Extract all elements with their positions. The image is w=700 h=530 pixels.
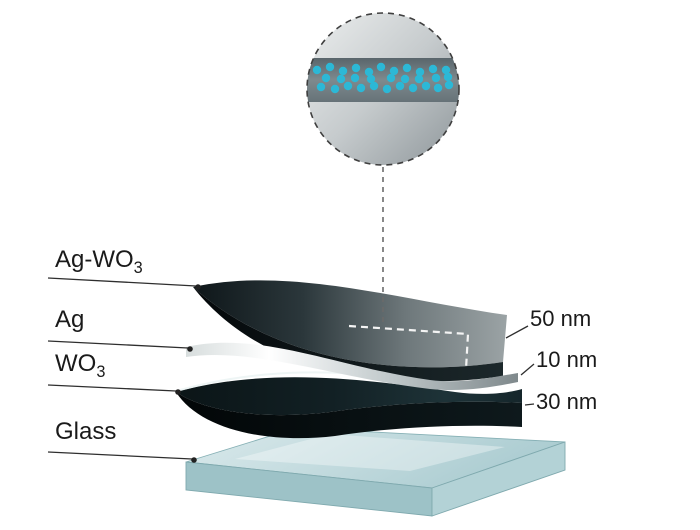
label-glass-text: Glass (55, 418, 117, 445)
nanoparticle-dot (350, 73, 360, 83)
leader-dots (175, 284, 201, 463)
cross-section-line (348, 324, 470, 370)
label-wo3: WO3 (55, 350, 106, 381)
nanoparticle-dot (389, 66, 399, 76)
nanoparticle-dot (366, 74, 376, 84)
agwo3-layer (193, 280, 507, 382)
glass-side-face (431, 441, 566, 517)
nanoparticle-dot (312, 65, 322, 75)
label-agwo3-text: Ag-WO (55, 246, 134, 273)
leader-glass (47, 451, 193, 460)
leader-dot-ag (187, 346, 193, 352)
nanoparticle-dot (408, 83, 418, 93)
nanoparticle-dot (428, 64, 438, 74)
nanoparticle-dot (343, 81, 353, 91)
nanoparticle-dot (431, 73, 441, 83)
ag-layer (186, 342, 518, 391)
nanoparticle-dot (395, 81, 405, 91)
nanoparticle-dot (386, 73, 396, 83)
glass-layer (185, 427, 566, 517)
leader-10nm (520, 363, 535, 376)
nanoparticle-dot (433, 83, 443, 93)
nanoparticle-dot (325, 62, 335, 72)
nanoparticle-dot (414, 74, 424, 84)
label-ag: Ag (55, 306, 84, 334)
label-10nm: 10 nm (536, 347, 598, 372)
label-wo3-text: WO (55, 350, 97, 377)
leader-50nm (505, 325, 529, 339)
agwo3-top-face (193, 280, 507, 368)
nanoparticle-dot (330, 84, 340, 94)
leader-lines (47, 277, 535, 460)
nanoparticle-dot (364, 67, 374, 77)
wo3-front-face (176, 392, 522, 439)
nanoparticle-dot (351, 63, 361, 73)
leader-dot-glass (191, 457, 197, 463)
nanoparticle-dot (316, 82, 326, 92)
nanoparticles-group (312, 62, 454, 94)
glass-reflection (235, 434, 505, 471)
label-agwo3-sub: 3 (133, 258, 143, 277)
label-wo3-sub: 3 (96, 362, 106, 381)
magnifier-inset (306, 12, 460, 166)
agwo3-front-face (193, 287, 503, 382)
leader-agwo3 (47, 277, 197, 287)
nanoparticle-dot (338, 66, 348, 76)
magnifier-border (306, 12, 460, 166)
wo3-top-face (176, 377, 522, 416)
nanoparticle-dot (441, 65, 451, 75)
nanoparticle-dot (356, 83, 366, 93)
nanoparticle-dot (415, 67, 425, 77)
label-50nm: 50 nm (530, 306, 592, 331)
nanoparticle-dot (444, 80, 454, 90)
nanoparticle-dot (400, 74, 410, 84)
nanoparticle-dot (402, 63, 412, 73)
nanoparticle-dot (376, 62, 386, 72)
ag-sheet (186, 342, 518, 391)
leader-ag (47, 340, 189, 349)
label-ag-text: Ag (55, 306, 85, 333)
nanoparticle-dot (421, 81, 431, 91)
label-agwo3: Ag-WO3 (55, 246, 143, 277)
nanoparticle-dot (443, 72, 453, 82)
leader-dot-wo3 (175, 389, 181, 395)
leader-dot-agwo3 (195, 284, 201, 290)
label-glass: Glass (55, 418, 116, 446)
label-30nm: 30 nm (536, 389, 598, 414)
leader-30nm (524, 403, 535, 406)
leader-wo3 (47, 384, 177, 392)
nanoparticle-dot (382, 84, 392, 94)
nanoparticle-dot (321, 73, 331, 83)
nanoparticle-dot (336, 74, 346, 84)
nanoparticle-dot (369, 81, 379, 91)
